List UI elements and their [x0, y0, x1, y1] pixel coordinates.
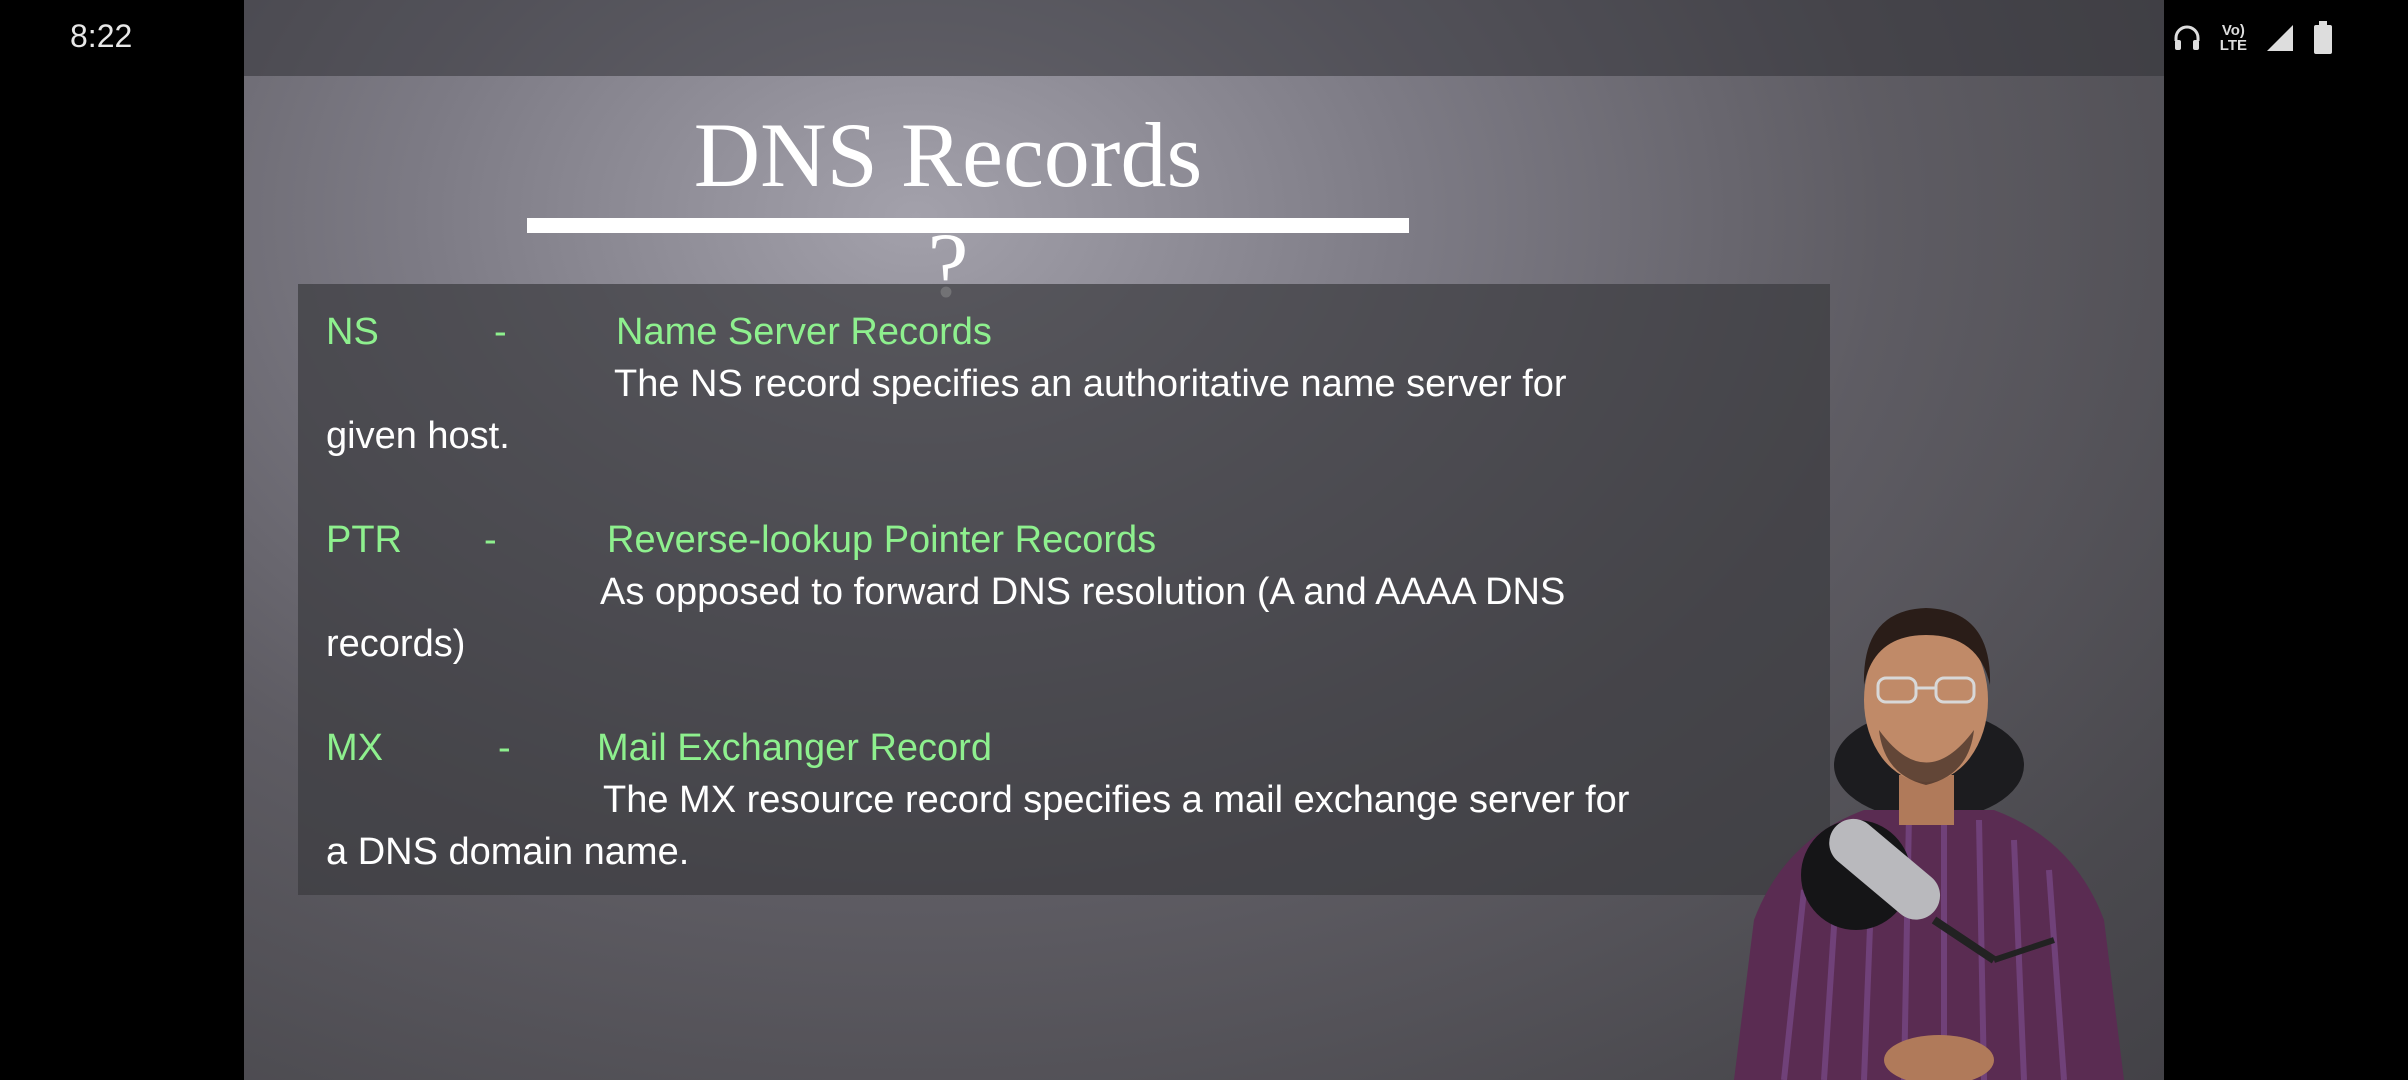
record-abbr: PTR	[326, 519, 402, 561]
record-dash: -	[484, 519, 497, 561]
video-player[interactable]: DNS Records ? NS - Name Server Records T…	[244, 0, 2164, 1080]
record-desc-line2: given host.	[326, 415, 510, 457]
record-desc-line1: The MX resource record specifies a mail …	[603, 779, 1630, 821]
status-time: 8:22	[70, 18, 133, 54]
record-abbr: NS	[326, 311, 379, 353]
record-desc-line2: records)	[326, 623, 466, 665]
record-desc-line2: a DNS domain name.	[326, 831, 690, 873]
record-abbr: MX	[326, 727, 383, 769]
record-name: Reverse-lookup Pointer Records	[607, 519, 1157, 561]
volte-icon: Vo) LTE	[2220, 23, 2247, 53]
record-dash: -	[494, 311, 507, 353]
record-dash: -	[498, 727, 511, 769]
title-underline	[527, 218, 1409, 233]
record-name: Name Server Records	[616, 311, 992, 353]
video-top-band	[244, 0, 2164, 76]
headphones-icon	[2172, 23, 2202, 53]
presenter-image	[1734, 608, 2124, 1080]
volte-label-bottom: LTE	[2219, 37, 2247, 54]
record-name: Mail Exchanger Record	[597, 727, 992, 769]
record-desc-line1: As opposed to forward DNS resolution (A …	[600, 571, 1566, 613]
record-desc-line1: The NS record specifies an authoritative…	[614, 363, 1567, 405]
status-icons: Vo) LTE	[2172, 18, 2333, 58]
battery-icon	[2313, 21, 2333, 55]
records-content-box: NS - Name Server Records The NS record s…	[298, 284, 1830, 895]
signal-icon	[2265, 23, 2295, 53]
volte-label-top: Vo)	[2221, 22, 2245, 39]
